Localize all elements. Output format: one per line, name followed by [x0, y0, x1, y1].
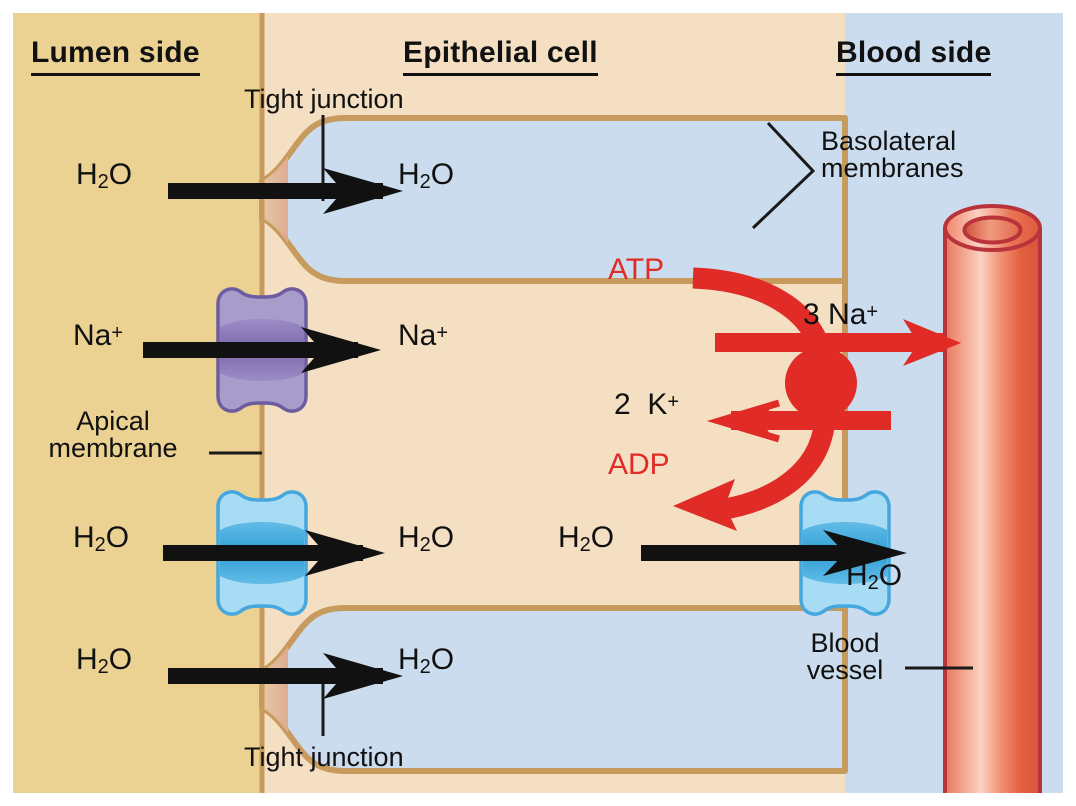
label-tight-junction-bottom: Tight junction [244, 742, 404, 772]
epithelial-transport-figure: Lumen side Epithelial cell Blood side Ti… [13, 13, 1063, 793]
label-tight-junction-top: Tight junction [244, 84, 404, 114]
label-atp: ATP [608, 253, 665, 286]
water-arrow-apical [163, 530, 385, 576]
header-epithelial-cell: Epithelial cell [403, 36, 598, 76]
basolateral-leader-line [751, 121, 816, 230]
molecule-sodium-lumen: Na+ [73, 319, 124, 352]
header-lumen-side: Lumen side [31, 36, 200, 76]
label-blood-vessel: Blood vessel [785, 630, 905, 684]
arrow-layer [143, 168, 961, 699]
blood-vessel [943, 204, 1042, 793]
water-arrow-basolateral [641, 530, 907, 576]
blood-vessel-line2: vessel [806, 655, 884, 685]
tight-junction-pinch-bottom [262, 646, 288, 733]
molecule-sodium-cell: Na+ [398, 319, 449, 352]
membrane-layer [13, 13, 1063, 793]
water-arrow-paracellular-top [168, 168, 403, 214]
label-apical-membrane: Apical membrane [23, 408, 203, 462]
label-pump-sodium: 3 Na+ [803, 298, 879, 331]
apical-membrane-line1: Apical [76, 406, 150, 436]
molecule-water-lumen-bottom: H2O [76, 643, 133, 678]
molecule-water-blood: H2O [846, 559, 903, 594]
molecule-water-lumen-apical: H2O [73, 521, 130, 556]
header-blood-side: Blood side [836, 36, 992, 76]
sodium-arrow-apical [143, 327, 381, 373]
molecule-water-cell-top: H2O [398, 158, 455, 193]
na-k-atpase-pump[interactable] [673, 267, 961, 531]
tight-junction-pinch-top [262, 156, 288, 243]
basolateral-line2: membranes [821, 153, 964, 183]
basolateral-line1: Basolateral [821, 126, 957, 156]
apical-membrane-line2: membrane [48, 433, 178, 463]
label-basolateral-membranes: Basolateral membranes [821, 128, 964, 182]
label-pump-potassium: 2 K+ [614, 388, 680, 421]
molecule-water-cell-basolateral: H2O [558, 521, 615, 556]
blood-vessel-line1: Blood [810, 628, 880, 658]
molecule-water-lumen-top: H2O [76, 158, 133, 193]
water-arrow-paracellular-bottom [168, 653, 403, 699]
label-adp: ADP [608, 448, 670, 481]
channel-protein-layer [216, 287, 891, 616]
molecule-water-blood-bottom: H2O [398, 643, 455, 678]
molecule-water-cell-apical: H2O [398, 521, 455, 556]
